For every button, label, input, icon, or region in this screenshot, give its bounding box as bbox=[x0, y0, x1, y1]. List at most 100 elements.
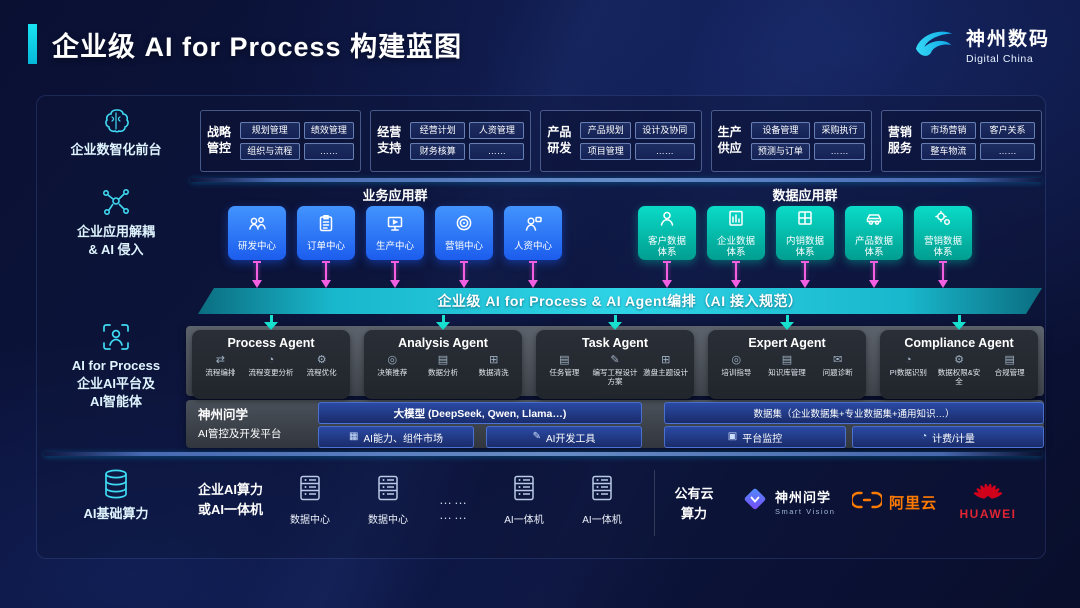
down-arrow-icon bbox=[528, 261, 538, 288]
grid-box-icon bbox=[795, 208, 815, 233]
front-chip: 产品规划 bbox=[580, 122, 631, 139]
layer-label-compute: AI基础算力 bbox=[83, 506, 149, 521]
compute-node: AI一体机 bbox=[566, 474, 638, 526]
down-arrow-icon bbox=[800, 261, 810, 288]
agent-item-icon: ⚙ bbox=[954, 354, 964, 366]
agent-title: Analysis Agent bbox=[398, 336, 488, 350]
header: 企业级 AI for Process 构建蓝图 bbox=[28, 24, 462, 64]
page-title: 企业级 AI for Process 构建蓝图 bbox=[52, 31, 463, 62]
layer-label-front: 企业数智化前台 bbox=[70, 142, 162, 157]
down-arrow-icon bbox=[608, 322, 622, 337]
huawei-logo: HUAWEI bbox=[952, 480, 1024, 521]
business-apps-row: 研发中心 订单中心 生产中心 营销中心 人资中心 bbox=[228, 206, 562, 260]
agent-panel-process: Process Agent ⇄流程编排 ◔流程变更分析 ⚙流程优化 bbox=[192, 330, 350, 399]
data-app-box: 营销数据体系 bbox=[914, 206, 972, 260]
smart-vision-logo: 神州问学 Smart Vision bbox=[742, 486, 835, 517]
agent-title: Compliance Agent bbox=[904, 336, 1014, 350]
down-arrow-icon bbox=[321, 261, 331, 288]
brand-name-cn: 神州数码 bbox=[965, 29, 1050, 51]
agent-panel-task: Task Agent ▤任务管理 ✎编写工程设计方案 ⊞激盘主题设计 bbox=[536, 330, 694, 399]
business-arrows bbox=[228, 261, 562, 288]
agent-item-icon: ⚙ bbox=[316, 354, 327, 366]
gears-icon bbox=[933, 208, 953, 233]
data-app-box: 产品数据体系 bbox=[845, 206, 903, 260]
agent-item-icon: ⇄ bbox=[215, 354, 225, 366]
agent-item-icon: ▤ bbox=[781, 354, 793, 366]
down-arrow-icon bbox=[938, 261, 948, 288]
agent-item-icon: ▤ bbox=[1004, 354, 1015, 366]
front-group-supply: 生产供应 设备管理 采购执行 预测与订单 …… bbox=[710, 110, 872, 172]
business-app-box: 订单中心 bbox=[297, 206, 355, 260]
front-chip: 整车物流 bbox=[920, 143, 976, 160]
front-chip: 经营计划 bbox=[410, 122, 466, 139]
front-chip: 设计及协同 bbox=[635, 122, 695, 139]
agent-item-icon: ◎ bbox=[387, 354, 398, 366]
grid-icon: ▦ bbox=[349, 431, 359, 442]
compute-node: 数据中心 bbox=[274, 474, 346, 526]
customer-icon bbox=[657, 208, 677, 233]
agent-item-icon: ⊞ bbox=[661, 354, 671, 366]
layer-divider bbox=[190, 178, 1042, 182]
person-chat-icon bbox=[523, 213, 543, 238]
digital-china-swoosh-icon bbox=[911, 26, 957, 69]
person-scan-icon bbox=[40, 322, 192, 352]
network-icon bbox=[40, 186, 192, 218]
business-apps-title: 业务应用群 bbox=[362, 188, 428, 203]
layer-label-decouple: 企业应用解耦 & AI 侵入 bbox=[76, 224, 155, 258]
front-chip: …… bbox=[303, 143, 355, 160]
car-icon bbox=[864, 208, 884, 233]
clipboard-icon bbox=[316, 213, 336, 238]
front-group-title: 生产供应 bbox=[717, 125, 742, 155]
agent-item: ⊞数据清洗 bbox=[478, 354, 509, 378]
agent-item-icon: ◎ bbox=[731, 354, 742, 366]
agent-title: Expert Agent bbox=[748, 336, 826, 350]
huawei-flower-icon bbox=[973, 480, 1003, 505]
front-chip: …… bbox=[814, 143, 865, 160]
front-chip: 市场营销 bbox=[920, 122, 976, 139]
agent-item-icon: ✉ bbox=[833, 354, 843, 366]
agent-item: ◔流程变更分析 bbox=[248, 354, 294, 378]
agent-panel-compliance: Compliance Agent ◔PI数据识别 ⚙数据权限&安全 ▤合规管理 bbox=[880, 330, 1038, 399]
front-group-operation: 经营支持 经营计划 人资管理 财务核算 …… bbox=[370, 110, 532, 172]
down-arrow-icon bbox=[869, 261, 879, 288]
brain-icon bbox=[40, 106, 192, 136]
front-chip: 财务核算 bbox=[410, 143, 466, 160]
gauge-icon: ◔ bbox=[921, 431, 928, 442]
compute-node: 数据中心 bbox=[352, 474, 424, 526]
front-chip: 绩效管理 bbox=[303, 122, 355, 139]
business-app-box: 研发中心 bbox=[228, 206, 286, 260]
team-icon bbox=[247, 213, 267, 238]
agent-item-icon: ◔ bbox=[905, 354, 912, 366]
chip-models: 大模型 (DeepSeek, Qwen, Llama…) bbox=[318, 402, 642, 424]
ai-platform-label: 神州问学 AI管控及开发平台 bbox=[198, 408, 282, 440]
server-icon bbox=[297, 475, 323, 506]
front-chip: 预测与订单 bbox=[750, 143, 811, 160]
layer-label-platform: AI for Process 企业AI平台及 AI智能体 bbox=[71, 358, 161, 410]
server-icon bbox=[511, 475, 537, 506]
sidebar-decouple-layer: 企业应用解耦 & AI 侵入 bbox=[40, 186, 192, 259]
chip-platform-monitor: ▣平台监控 bbox=[664, 426, 846, 448]
business-app-box: 生产中心 bbox=[366, 206, 424, 260]
agent-item: ⊞激盘主题设计 bbox=[643, 354, 689, 378]
data-apps-row: 客户数据体系 企业数据体系 内销数据体系 产品数据体系 营销数据体系 bbox=[638, 206, 972, 260]
agent-item: ⚙流程优化 bbox=[306, 354, 337, 378]
down-arrow-icon bbox=[662, 261, 672, 288]
alibaba-cloud-logo: 阿里云 bbox=[850, 490, 937, 515]
agent-arrows bbox=[192, 315, 1038, 337]
orchestration-label: 企业级 AI for Process & AI Agent编排（AI 接入规范） bbox=[437, 293, 803, 309]
data-arrows bbox=[638, 261, 972, 288]
down-arrow-icon bbox=[436, 322, 450, 337]
agent-item-icon: ◔ bbox=[267, 354, 275, 366]
front-chip: 组织与流程 bbox=[240, 143, 300, 160]
data-app-box: 企业数据体系 bbox=[707, 206, 765, 260]
front-group-title: 经营支持 bbox=[377, 125, 402, 155]
data-apps-title: 数据应用群 bbox=[772, 188, 838, 203]
ellipsis: …… …… bbox=[439, 492, 469, 522]
down-arrow-icon bbox=[731, 261, 741, 288]
down-arrow-icon bbox=[252, 261, 262, 288]
agent-item-icon: ▤ bbox=[559, 354, 570, 366]
brand-logo: 神州数码 Digital China bbox=[911, 26, 1050, 69]
layer-divider bbox=[44, 452, 1042, 456]
divider bbox=[654, 470, 655, 536]
pencil-icon: ✎ bbox=[532, 431, 541, 442]
